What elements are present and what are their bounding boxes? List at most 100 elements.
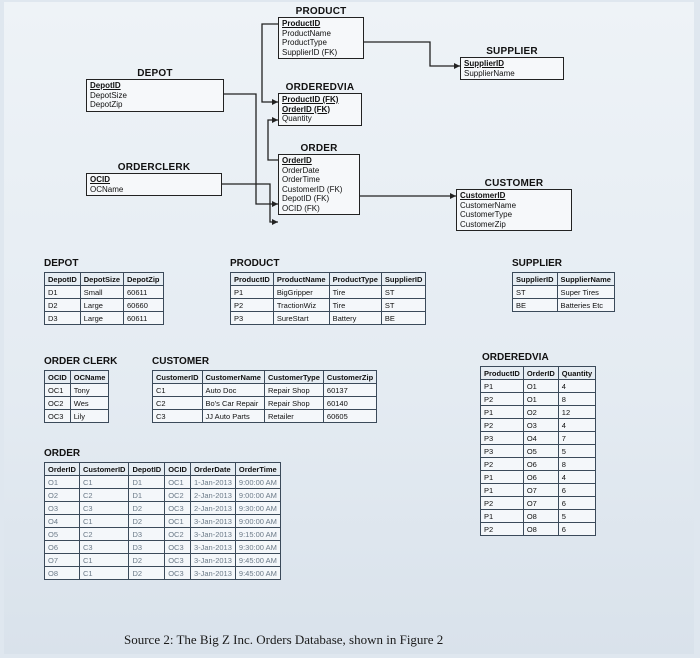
table-cell: OC1 <box>164 475 191 489</box>
field: DepotZip <box>90 100 123 109</box>
entity-fields: CustomerID CustomerName CustomerType Cus… <box>456 189 572 231</box>
entity-fields: OrderID OrderDate OrderTime CustomerID (… <box>278 154 360 215</box>
table-cell: 9:00:00 AM <box>234 514 281 528</box>
field: SupplierID (FK) <box>282 47 338 57</box>
table-cell: 8 <box>557 392 597 406</box>
field: DepotSize <box>90 90 127 100</box>
table-cell: BigGripper <box>272 285 330 299</box>
column-header: ProductName <box>272 272 330 286</box>
table-cell: O8 <box>522 509 559 523</box>
table-cell: P1 <box>480 509 524 523</box>
table-cell: 3-Jan-2013 <box>189 566 236 580</box>
column-header: OrderID <box>44 462 80 476</box>
table-cell: O4 <box>44 514 80 528</box>
erd-order-entity: ORDER OrderID OrderDate OrderTime Custom… <box>278 143 360 215</box>
entity-name: ORDEREDVIA <box>285 82 355 93</box>
entity-name: CUSTOMER <box>484 178 544 189</box>
orderedvia-table-title: ORDEREDVIA <box>482 352 549 363</box>
table-cell: C3 <box>152 409 203 423</box>
erd-orderedvia-entity: ORDEREDVIA ProductID (FK) OrderID (FK) Q… <box>278 82 362 126</box>
table-cell: 4 <box>557 379 597 393</box>
table-cell: 9:15:00 AM <box>234 527 281 541</box>
field: OrderDate <box>282 165 320 175</box>
table-cell: OC1 <box>44 383 71 397</box>
column-header: OrderDate <box>189 462 236 476</box>
primary-key-field: OrderID <box>282 156 312 165</box>
erd-product-entity: PRODUCT ProductID ProductName ProductTyp… <box>278 6 364 59</box>
primary-key-field: OrderID (FK) <box>282 104 330 114</box>
table-cell: 3-Jan-2013 <box>189 553 236 567</box>
table-cell: 9:00:00 AM <box>234 488 281 502</box>
table-cell: ST <box>512 285 558 299</box>
table-cell: P3 <box>230 311 274 325</box>
table-cell: C1 <box>78 553 130 567</box>
table-cell: Tire <box>328 298 382 312</box>
table-cell: 8 <box>557 457 597 471</box>
table-cell: P2 <box>480 457 524 471</box>
table-cell: O7 <box>522 496 559 510</box>
table-cell: Repair Shop <box>263 396 324 410</box>
table-cell: 60605 <box>322 409 378 423</box>
table-cell: P1 <box>480 470 524 484</box>
table-cell: D1 <box>128 488 166 502</box>
table-cell: D3 <box>44 311 81 325</box>
table-cell: 60140 <box>322 396 378 410</box>
field: OCName <box>90 184 124 194</box>
table-cell: Tire <box>328 285 382 299</box>
field: CustomerZip <box>460 219 506 229</box>
primary-key-field: SupplierID <box>464 59 505 68</box>
column-header: SupplierName <box>556 272 615 286</box>
column-header: SupplierID <box>380 272 427 286</box>
table-cell: P2 <box>480 418 524 432</box>
table-cell: OC2 <box>44 396 71 410</box>
table-cell: O1 <box>522 379 559 393</box>
table-cell: P2 <box>480 496 524 510</box>
column-header: CustomerZip <box>322 370 378 384</box>
table-cell: 9:00:00 AM <box>234 475 281 489</box>
orderclerk-table-title: ORDER CLERK <box>44 356 118 367</box>
table-cell: O1 <box>522 392 559 406</box>
table-cell: O1 <box>44 475 80 489</box>
table-cell: D2 <box>44 298 81 312</box>
table-cell: 2-Jan-2013 <box>189 501 236 515</box>
table-cell: 5 <box>557 509 597 523</box>
table-cell: D1 <box>128 475 166 489</box>
table-cell: ST <box>380 298 427 312</box>
entity-fields: DepotID DepotSize DepotZip <box>86 79 224 112</box>
entity-name: ORDER <box>300 143 338 154</box>
entity-fields: ProductID ProductName ProductType Suppli… <box>278 17 364 59</box>
table-cell: SureStart <box>272 311 330 325</box>
table-cell: P1 <box>480 379 524 393</box>
table-cell: 4 <box>557 470 597 484</box>
field: Quantity <box>282 114 312 123</box>
table-cell: P2 <box>230 298 274 312</box>
table-cell: Small <box>79 285 125 299</box>
table-cell: Lily <box>69 409 110 423</box>
table-cell: 2-Jan-2013 <box>189 488 236 502</box>
table-cell: 4 <box>557 418 597 432</box>
table-cell: Large <box>79 311 125 325</box>
column-header: OCID <box>164 462 191 476</box>
field: OrderTime <box>282 175 320 184</box>
table-cell: O8 <box>44 566 80 580</box>
primary-key-field: DepotID <box>90 81 121 90</box>
table-cell: C2 <box>78 527 130 541</box>
field: ProductName <box>282 28 331 38</box>
primary-key-field: ProductID (FK) <box>282 95 339 104</box>
